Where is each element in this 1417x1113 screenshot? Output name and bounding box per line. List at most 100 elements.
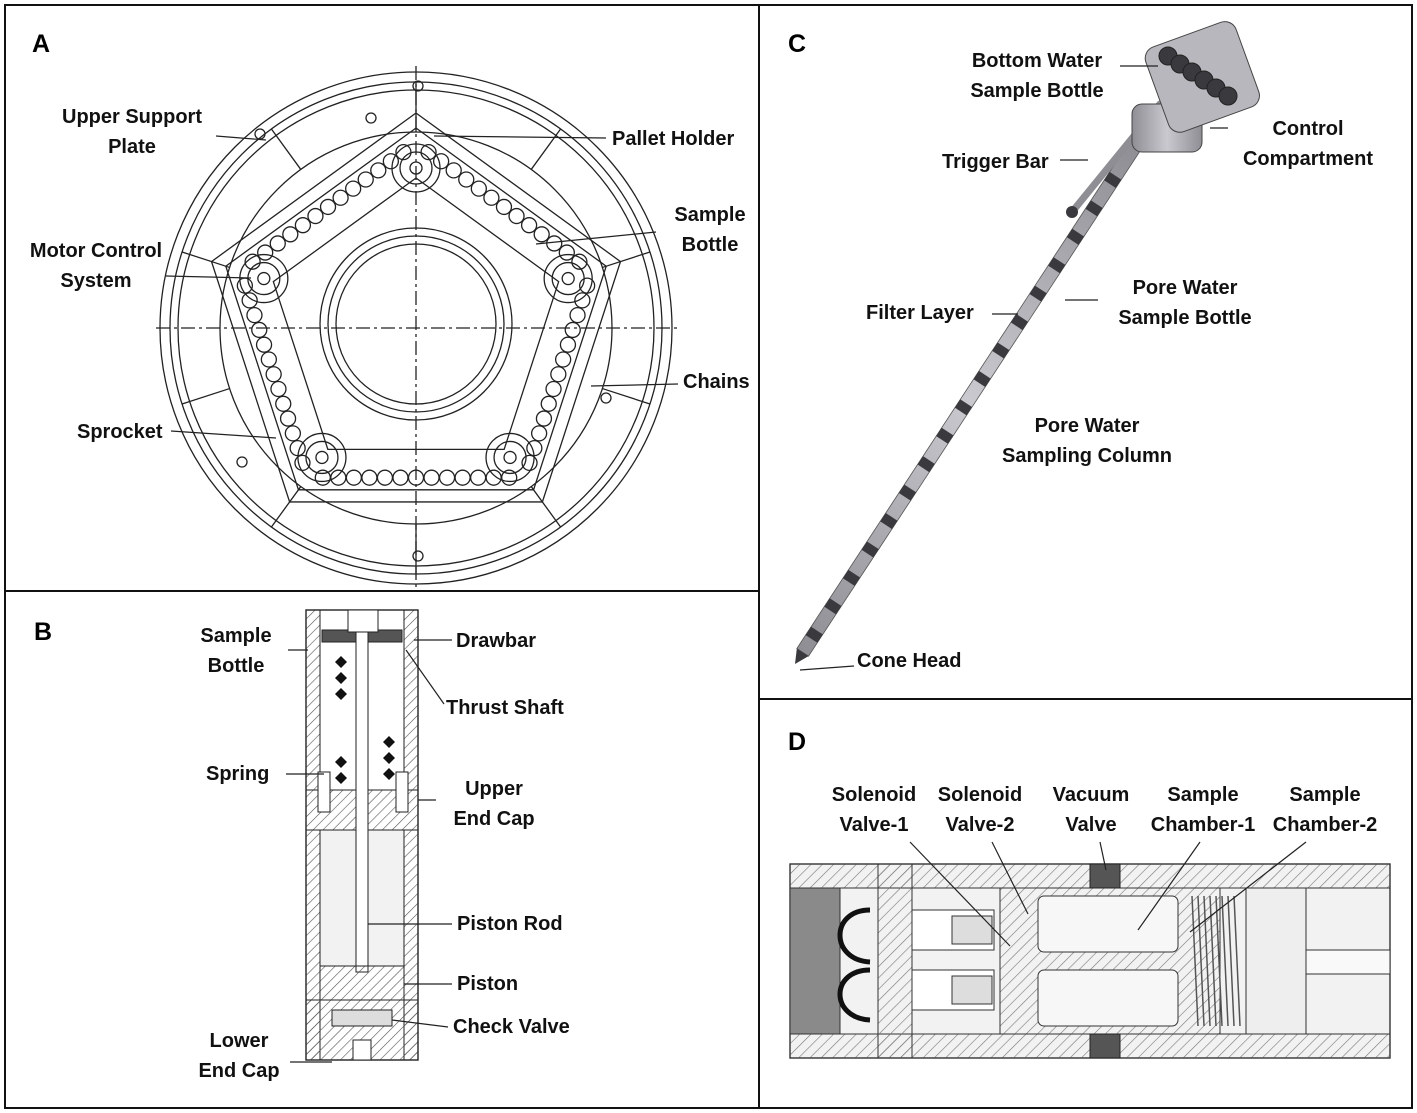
mount-holes (236, 80, 612, 562)
chain-link (382, 153, 400, 170)
chain-link (520, 217, 538, 234)
filter-layer-band (898, 484, 917, 501)
chain-link (469, 469, 487, 486)
filter-layer-band (1066, 228, 1084, 245)
chain-link (294, 217, 312, 234)
leader-lines (909, 841, 1307, 947)
chain-link (314, 469, 331, 486)
chain-link (574, 292, 591, 309)
label-chains: Chains (683, 371, 750, 393)
label-drawbar: Drawbar (456, 630, 537, 652)
label-sample-chamber-1: Sample Chamber-1 (1150, 784, 1256, 836)
filter-layer-band (1085, 200, 1103, 217)
label-check-valve: Check Valve (453, 1016, 570, 1038)
chain-link (521, 454, 538, 472)
sprockets (239, 143, 593, 483)
chain-link (330, 469, 347, 486)
chain-link (241, 292, 258, 309)
chain-link (495, 198, 513, 216)
chain-link (558, 244, 575, 261)
filter-layer-band (805, 626, 823, 643)
chain-link (357, 171, 374, 188)
label-sprocket: Sprocket (77, 421, 163, 443)
chain-link (550, 366, 567, 383)
chain-link (458, 171, 475, 188)
label-trigger-bar: Trigger Bar (942, 151, 1049, 173)
bottom-water-bottle-cluster (1144, 21, 1260, 133)
filter-layer-band (992, 342, 1010, 359)
sample-chamber-1 (1037, 895, 1179, 953)
filter-layer-band (936, 427, 954, 444)
filter-layer-band (917, 456, 935, 473)
sampling-chamber-section (789, 841, 1391, 1059)
label-upper-support-plate: Upper Support Plate (62, 106, 202, 158)
sampler-body (305, 609, 419, 1061)
sprocket (485, 432, 535, 483)
chain-link (270, 380, 287, 398)
label-solenoid-valve-2: Solenoid Valve-2 (937, 784, 1023, 836)
chain-link (445, 162, 462, 179)
sample-chambers (1037, 895, 1179, 1027)
chain-link (571, 253, 588, 270)
chain-link (420, 143, 437, 161)
panel-d: D Solenoid Valve-1 Solenoid Valve-2 Vacu… (758, 698, 1413, 1109)
chain-link (423, 469, 440, 486)
sprocket (543, 253, 593, 304)
piston-rod (355, 631, 369, 973)
leader-lines (799, 65, 1228, 671)
chain-link (454, 469, 471, 486)
cap-bolts (317, 771, 409, 813)
label-motor-control-system: Motor Control System (29, 240, 163, 292)
filter-layer-band (861, 541, 879, 558)
chain-link (508, 207, 525, 225)
label-bottom-water-sample-bottle: Bottom Water Sample Bottle (970, 50, 1104, 102)
chain-link (294, 454, 311, 472)
chain-link (569, 307, 586, 324)
chain-link (260, 351, 278, 368)
chain-link (251, 321, 268, 339)
sampling-column (795, 141, 1142, 664)
chain-link (284, 425, 302, 442)
label-solenoid-valve-1: Solenoid Valve-1 (831, 784, 917, 836)
centerlines (156, 66, 678, 590)
chain-link (345, 180, 362, 197)
filter-layer-band (880, 513, 898, 530)
filter-layer-band (1104, 171, 1122, 188)
chain-link (279, 410, 297, 427)
label-sample-chamber-2: Sample Chamber-2 (1272, 784, 1378, 836)
filter-layer-band (824, 598, 842, 615)
check-valve (331, 1009, 393, 1027)
chain-link (392, 469, 409, 486)
chain-link (255, 336, 273, 353)
label-upper-end-cap: Upper End Cap (453, 778, 535, 830)
label-pore-water-sample-bottle: Pore Water Sample Bottle (1118, 277, 1252, 329)
sprocket (297, 432, 347, 483)
chain-link (470, 180, 487, 197)
chain-link (395, 143, 412, 161)
chain-link (535, 410, 553, 427)
filter-layer-band (1029, 285, 1047, 302)
chain-link (559, 336, 577, 353)
filter-layer-band (1010, 314, 1029, 331)
panel-b: B Sample Bottle Drawbar Thrust Shaft Spr… (4, 590, 760, 1109)
label-sample-bottle: Sample Bottle (674, 204, 746, 256)
filter-layer-band (842, 569, 861, 586)
chain-link (265, 366, 282, 383)
chain-link (540, 395, 557, 412)
chamber-assembly (789, 863, 1391, 1059)
cone-head (795, 648, 809, 664)
pore-water-sampler-render (795, 21, 1260, 671)
piston (319, 965, 405, 1001)
sample-chamber-2 (1037, 969, 1179, 1027)
sampler-section-drawing (286, 609, 452, 1063)
label-control-compartment: Control Compartment (1242, 118, 1373, 170)
chain-link (485, 469, 502, 486)
filter-layer-band (954, 399, 973, 416)
label-pore-water-sampling-column: Pore Water Sampling Column (1002, 415, 1172, 467)
leader-lines (165, 135, 679, 439)
chain-link (370, 162, 387, 179)
chain-link (307, 207, 324, 225)
panel-c: C Bottom Water Sample Bottle Control Com… (758, 4, 1413, 700)
chain-link (282, 226, 299, 243)
chain-link (319, 198, 337, 216)
